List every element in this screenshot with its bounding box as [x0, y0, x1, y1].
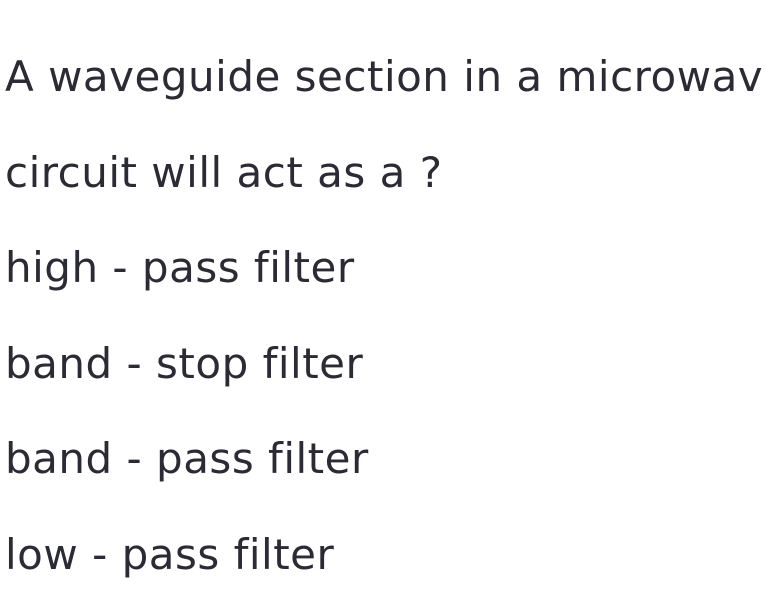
question-line-2: circuit will act as a ? — [5, 148, 443, 197]
option-low-pass[interactable]: low - pass filter — [5, 530, 335, 579]
option-band-pass[interactable]: band - pass filter — [5, 434, 369, 483]
question-line-1: A waveguide section in a microwave — [5, 52, 765, 101]
option-band-stop[interactable]: band - stop filter — [5, 339, 364, 388]
option-high-pass[interactable]: high - pass filter — [5, 243, 355, 292]
